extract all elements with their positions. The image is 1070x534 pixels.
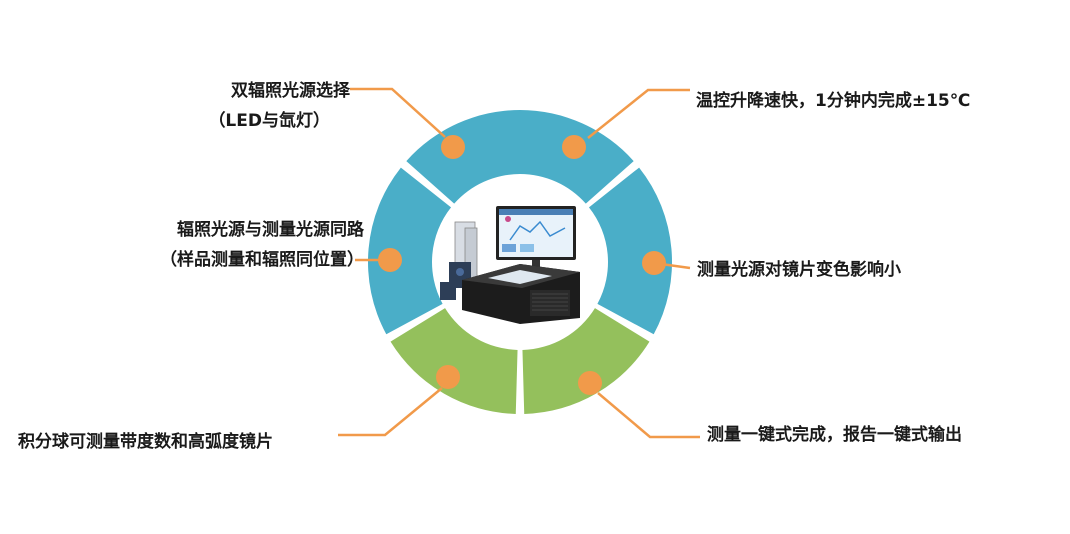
ring-segment-top — [406, 110, 634, 204]
connector-one-click-report — [597, 392, 700, 439]
connector-dual-irradiation — [350, 87, 446, 138]
feature-label-coaxial-light-path: 辐照光源与测量光源同路 （样品测量和辐照同位置） — [70, 219, 364, 271]
dot-temperature-control — [562, 135, 586, 159]
ring-segment-bottom-left — [390, 308, 518, 414]
connector-temperature-control — [587, 88, 690, 139]
ring-segment-bottom-right — [522, 308, 650, 414]
feature-label-temperature-control: 温控升降速快，1分钟内完成±15℃ — [696, 90, 970, 112]
feature-label-line: 辐照光源与测量光源同路 — [177, 220, 364, 240]
feature-label-line: 双辐照光源选择 — [231, 81, 350, 101]
dot-integrating-sphere — [436, 365, 460, 389]
feature-label-line: 测量一键式完成，报告一键式输出 — [707, 425, 962, 445]
feature-label-line: 温控升降速快，1分钟内完成±15℃ — [696, 91, 971, 111]
dot-coaxial-light-path — [378, 248, 402, 272]
feature-label-one-click-report: 测量一键式完成，报告一键式输出 — [707, 424, 962, 446]
feature-label-line: 积分球可测量带度数和高弧度镜片 — [18, 432, 273, 452]
connector-integrating-sphere — [338, 387, 443, 437]
ring-segment-left — [368, 167, 452, 335]
feature-label-integrating-sphere: 积分球可测量带度数和高弧度镜片 — [18, 431, 273, 453]
dot-one-click-report — [578, 371, 602, 395]
feature-label-low-photochromic-effect: 测量光源对镜片变色影响小 — [697, 259, 901, 281]
spectrophotometer-instrument-icon — [440, 206, 580, 324]
ring-segment-right — [588, 167, 672, 335]
feature-label-line: （样品测量和辐照同位置） — [160, 250, 364, 270]
feature-label-dual-irradiation: 双辐照光源选择 （LED与氙灯） — [150, 80, 350, 132]
dot-low-photochromic-effect — [642, 251, 666, 275]
feature-label-line: （LED与氙灯） — [208, 111, 330, 131]
feature-label-line: 测量光源对镜片变色影响小 — [697, 260, 901, 280]
dot-dual-irradiation — [441, 135, 465, 159]
